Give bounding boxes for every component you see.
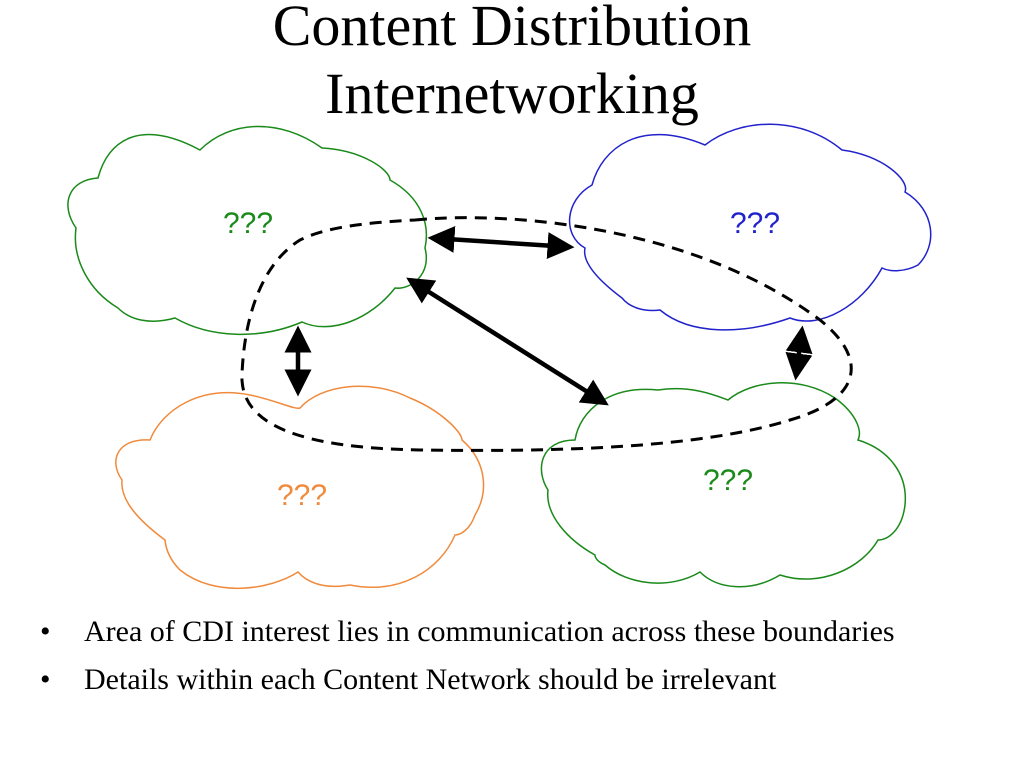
arrow-top-left-to-bottom-right (406, 277, 609, 406)
bullet-item: • Details within each Content Network sh… (40, 656, 895, 704)
bullet-marker: • (40, 615, 51, 648)
bullet-text: Area of CDI interest lies in communicati… (84, 615, 895, 648)
cloud-bottom-right-outline (540, 382, 907, 588)
cloud-top-right-label: ??? (730, 207, 780, 240)
cloud-top-right-outline (569, 123, 932, 331)
cloud-bottom-left-label: ??? (277, 479, 327, 512)
title-line-1: Content Distribution (272, 0, 752, 58)
cloud-top-left-label: ??? (223, 207, 273, 240)
arrow-top-right-to-bottom-right (785, 325, 813, 381)
bullet-list: • Area of CDI interest lies in communica… (40, 608, 895, 704)
cloud-top-left-outline (67, 125, 428, 335)
cloud-bottom-left (115, 385, 485, 589)
cloud-top-right (569, 123, 932, 331)
cloud-bottom-left-outline (115, 385, 485, 589)
bullet-text: Details within each Content Network shou… (84, 663, 777, 696)
slide-title: Content Distribution Internetworking (0, 0, 1024, 128)
bullet-item: • Area of CDI interest lies in communica… (40, 608, 895, 656)
cdi-boundary-dashed (240, 216, 853, 452)
bullet-marker: • (40, 663, 51, 696)
cloud-top-left (67, 125, 428, 335)
arrow-top-left-to-top-right (427, 225, 575, 260)
title-line-2: Internetworking (325, 61, 699, 126)
cloud-bottom-right (540, 382, 907, 588)
cloud-bottom-right-label: ??? (703, 464, 753, 497)
